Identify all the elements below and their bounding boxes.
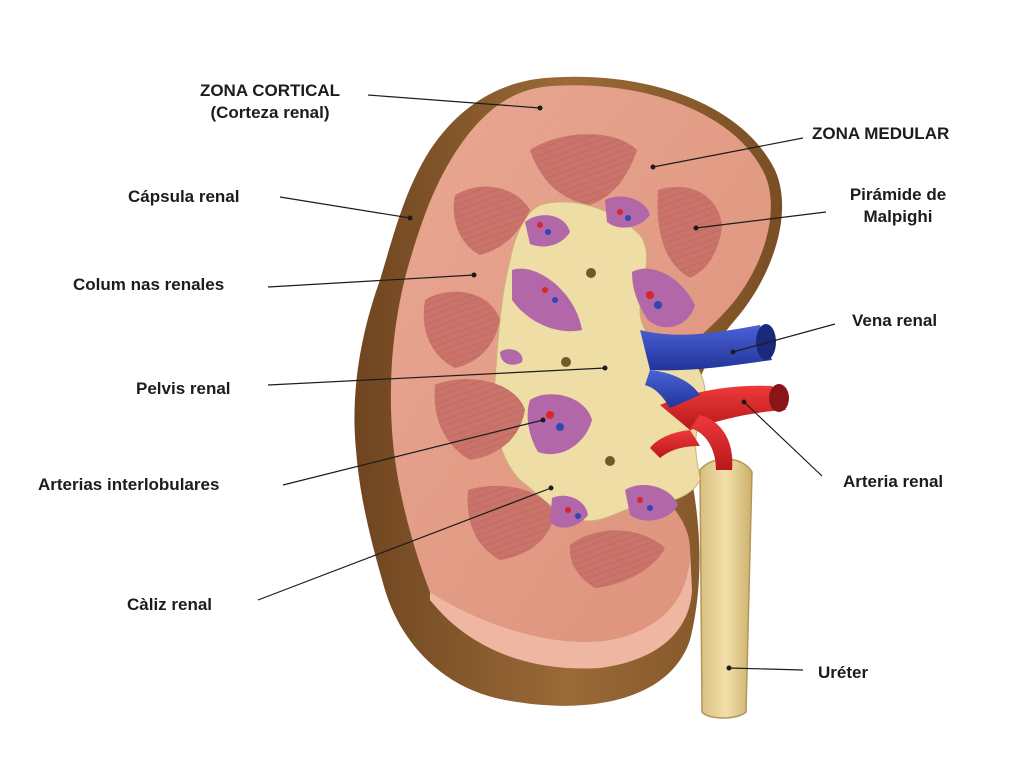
label-vena-renal: Vena renal — [852, 311, 938, 330]
label-piramide-malpighi: Pirámide de Malpighi — [828, 184, 968, 228]
leader-piramide — [695, 211, 827, 229]
leader-zona-medular — [652, 137, 804, 168]
renal-pyramids — [423, 134, 722, 588]
leader-pelvis-renal — [267, 367, 606, 386]
renal-vein — [640, 324, 776, 408]
label-zona-cortical: ZONA CORTICAL (Corteza renal) — [180, 80, 360, 124]
leader-zona-cortical — [367, 94, 541, 109]
leader-capsula-renal — [279, 196, 411, 219]
label-zona-medular: ZONA MEDULAR — [812, 124, 950, 143]
label-pelvis-renal: Pelvis renal — [136, 379, 231, 398]
leader-vena-renal — [732, 323, 836, 353]
leader-arterias-interlobulares — [282, 419, 544, 486]
label-corteza-renal: (Corteza renal) — [210, 103, 330, 122]
ureter — [699, 458, 753, 719]
leader-lines — [257, 94, 836, 671]
label-arteria-renal: Arteria renal — [843, 472, 944, 491]
label-piramide-line1: Pirámide de — [849, 185, 947, 204]
label-ureter: Uréter — [818, 663, 869, 682]
leader-columnas-renales — [267, 274, 475, 288]
label-columnas-renales: Colum nas renales — [73, 275, 225, 294]
leader-caliz-renal — [257, 487, 552, 601]
interlobular-vessels — [537, 209, 662, 519]
leader-arteria-renal — [743, 401, 823, 477]
label-piramide-line2: Malpighi — [863, 207, 933, 226]
leader-dots — [407, 105, 747, 671]
label-capsula-renal: Cápsula renal — [128, 187, 240, 206]
label-zona-cortical-title: ZONA CORTICAL — [199, 81, 341, 100]
label-arterias-interlobulares: Arterias interlobulares — [38, 475, 220, 494]
label-caliz-renal: Càliz renal — [127, 595, 213, 614]
leader-ureter — [728, 667, 804, 671]
